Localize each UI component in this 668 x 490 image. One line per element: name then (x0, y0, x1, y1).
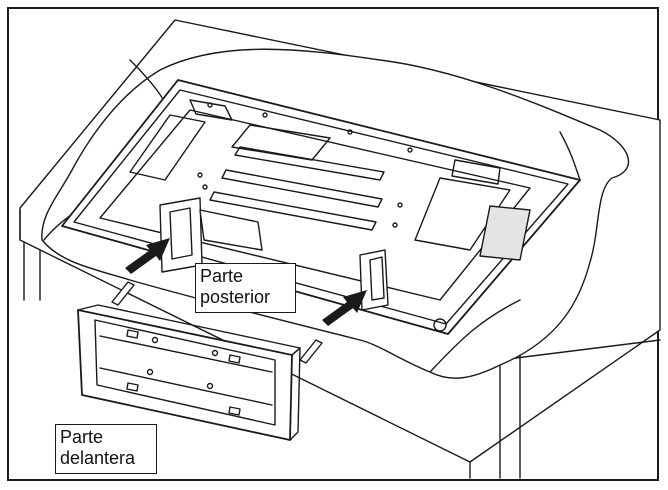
side-connectors (479, 205, 531, 261)
vent-slot-1 (234, 146, 385, 181)
handle-right (451, 159, 501, 185)
arrow-left-icon (125, 238, 170, 274)
label-front-line1: Parte (60, 427, 104, 447)
table-leg-left (23, 241, 41, 301)
stand-neck-right (299, 339, 323, 364)
stand-neck-left (111, 281, 135, 306)
label-rear-part: Parte posterior (195, 263, 296, 313)
stand-base (77, 281, 323, 441)
label-rear-line2: posterior (200, 287, 271, 307)
stand-brackets (159, 197, 389, 311)
label-front-line2: delantera (60, 448, 136, 468)
back-plate (231, 124, 331, 161)
tv-back-panel (61, 79, 581, 335)
handle-left (189, 99, 233, 121)
vent-slot-2 (221, 169, 383, 208)
vent-slot-3 (209, 191, 377, 231)
corner-screw (433, 318, 447, 332)
table-leg-right (499, 351, 521, 479)
label-front-part: Parte delantera (55, 424, 157, 474)
label-rear-line1: Parte (200, 266, 244, 286)
insertion-arrows (125, 238, 367, 326)
arrow-right-icon (322, 290, 367, 326)
